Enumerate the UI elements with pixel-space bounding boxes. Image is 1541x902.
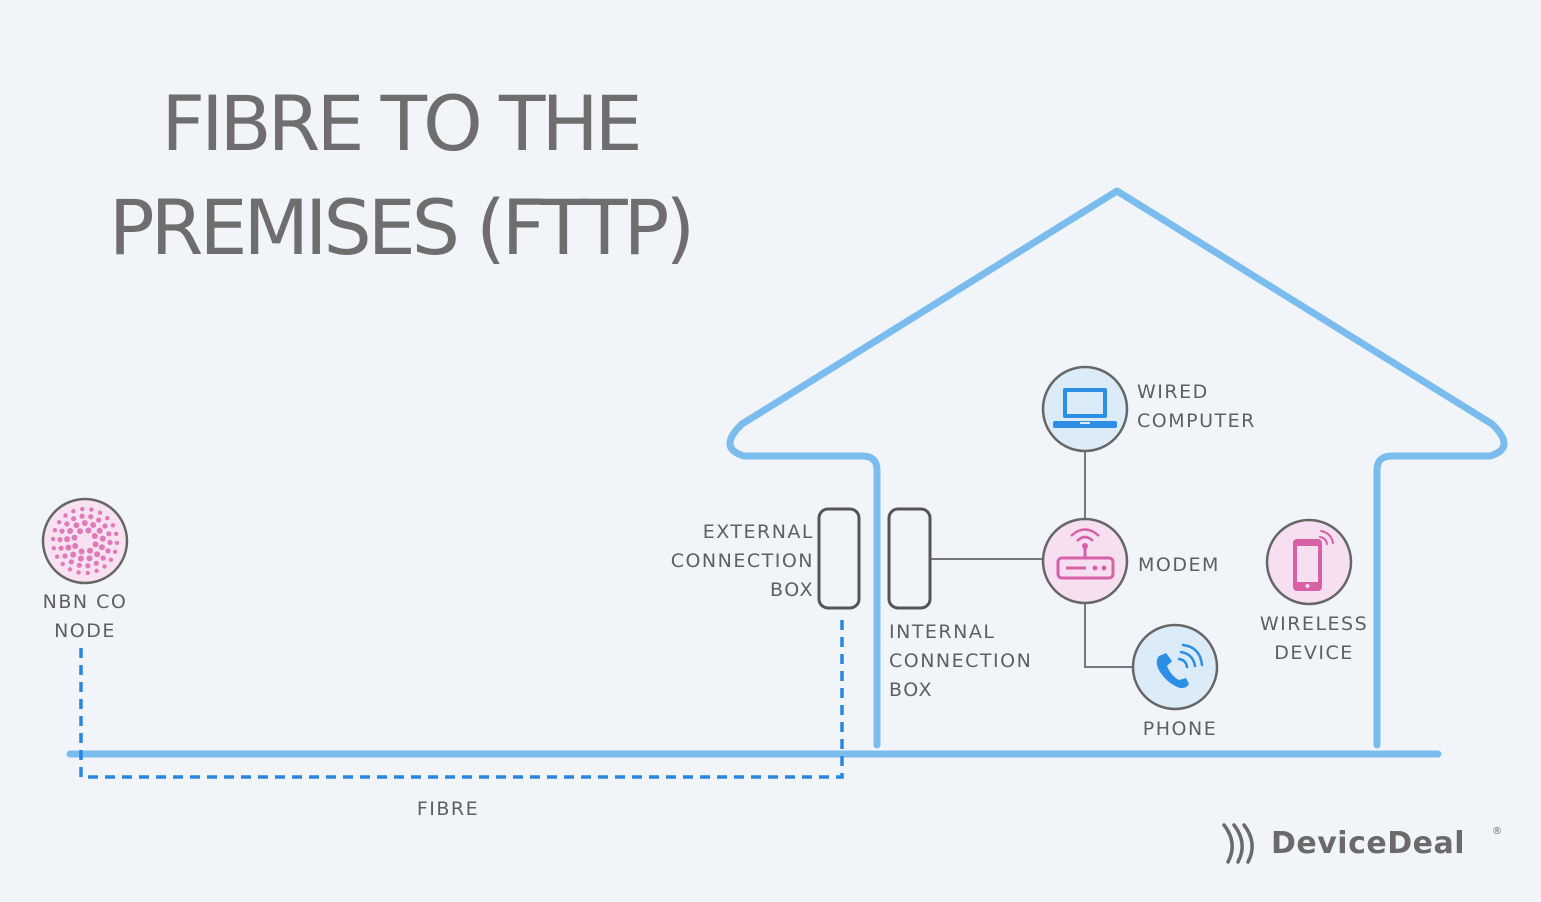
external-box-label: EXTERNAL CONNECTION BOX xyxy=(640,518,814,605)
node-dot xyxy=(59,528,65,534)
node-dot xyxy=(97,510,103,515)
wired-computer-label-line-2: COMPUTER xyxy=(1137,410,1256,432)
node-dot xyxy=(93,560,99,566)
node-dot xyxy=(110,523,116,528)
node-dot xyxy=(114,540,120,546)
nbn-node-label-line-1: NBN CO xyxy=(42,591,128,613)
node-dot xyxy=(90,522,97,528)
chevron-logo-icon xyxy=(1222,823,1254,864)
node-dot xyxy=(54,554,60,559)
node-dot xyxy=(64,521,70,527)
node-dot xyxy=(92,541,99,548)
internal-box-label-line-1: INTERNAL xyxy=(889,621,996,643)
devicedeal-logo: DeviceDeal ® xyxy=(1222,822,1512,866)
node-dot xyxy=(50,536,56,542)
nbn-node-label: NBN CO NODE xyxy=(35,588,135,646)
node-dot xyxy=(105,548,111,554)
node-dot xyxy=(73,522,80,529)
node-dot xyxy=(102,523,108,529)
internal-box-label: INTERNAL CONNECTION BOX xyxy=(889,618,1032,705)
external-box-label-line-3: BOX xyxy=(770,579,814,601)
laptop-icon xyxy=(1041,365,1129,453)
node-dot xyxy=(72,543,79,549)
node-dot xyxy=(64,536,71,543)
node-dot xyxy=(62,553,68,559)
node-dot xyxy=(80,506,85,512)
node-dot xyxy=(71,534,78,541)
node-dot xyxy=(77,555,84,562)
node-dot xyxy=(60,561,65,567)
external-box-label-line-1: EXTERNAL xyxy=(702,521,814,543)
node-dot xyxy=(102,564,107,569)
fibre-line xyxy=(79,618,844,779)
node-dot xyxy=(56,520,62,525)
node-dot xyxy=(70,551,77,558)
node-dot xyxy=(114,531,119,536)
node-dot xyxy=(85,563,91,569)
node-dot xyxy=(108,557,114,562)
internal-box-label-line-2: CONNECTION xyxy=(889,650,1033,672)
node-dot xyxy=(79,513,85,519)
node-dot xyxy=(107,539,113,546)
node-dot xyxy=(106,531,112,537)
internal-box-label-line-3: BOX xyxy=(889,679,933,701)
node-dot xyxy=(57,537,63,543)
node-dot xyxy=(71,516,77,522)
node-dot xyxy=(86,555,93,562)
wired-computer-label: WIRED COMPUTER xyxy=(1137,378,1256,436)
brand-name: DeviceDeal xyxy=(1271,826,1465,861)
external-box-label-line-2: CONNECTION xyxy=(670,550,814,572)
node-dot xyxy=(63,513,68,518)
nbn-node-label-line-2: NODE xyxy=(54,620,116,642)
node-dot xyxy=(71,509,76,514)
node-dot xyxy=(85,570,90,576)
node-dot xyxy=(94,568,99,573)
node-dot xyxy=(100,555,106,561)
node-dot xyxy=(88,514,94,520)
node-dot xyxy=(67,567,73,572)
node-dot xyxy=(68,559,74,565)
modem-to-phone-line xyxy=(1084,603,1134,668)
node-dot xyxy=(65,544,72,551)
node-dot xyxy=(94,551,101,558)
node-dot xyxy=(76,562,82,568)
node-dot xyxy=(91,533,98,539)
wireless-device-label: WIRELESS DEVICE xyxy=(1254,610,1374,668)
wireless-device-label-line-1: WIRELESS xyxy=(1259,613,1369,635)
title-line-2: PREMISES (FTTP) xyxy=(108,183,695,272)
node-dot xyxy=(67,528,74,534)
external-connection-box xyxy=(817,507,861,610)
phone-call-icon xyxy=(1131,623,1219,711)
node-dot xyxy=(96,517,102,523)
house-outline xyxy=(726,187,1508,749)
node-dot xyxy=(77,528,83,535)
node-dot xyxy=(81,520,88,526)
node-dot xyxy=(98,544,105,551)
node-dot xyxy=(58,545,64,551)
node-dot xyxy=(85,527,92,534)
phone-label: PHONE xyxy=(1142,718,1218,740)
node-dot xyxy=(51,546,56,551)
modem-label: MODEM xyxy=(1138,554,1220,576)
title-line-1: FIBRE TO THE xyxy=(161,79,642,168)
fibre-label: FIBRE xyxy=(416,798,480,820)
nbn-node-icon xyxy=(41,497,129,585)
internal-connection-box xyxy=(887,507,932,610)
smartphone-icon xyxy=(1265,518,1353,606)
node-dot xyxy=(76,570,81,575)
wired-computer-label-line-1: WIRED xyxy=(1137,381,1209,403)
node-dot xyxy=(112,549,118,554)
node-dot xyxy=(78,548,85,555)
node-dot xyxy=(52,528,58,533)
page-title: FIBRE TO THE PREMISES (FTTP) xyxy=(100,72,700,280)
wireless-device-label-line-2: DEVICE xyxy=(1274,642,1354,664)
node-dot xyxy=(96,527,103,534)
node-dot xyxy=(89,507,94,512)
brand-registered-mark: ® xyxy=(1492,826,1502,837)
node-dot xyxy=(105,515,110,521)
router-icon xyxy=(1041,517,1129,605)
node-dot xyxy=(87,547,93,554)
node-dot xyxy=(99,535,106,542)
